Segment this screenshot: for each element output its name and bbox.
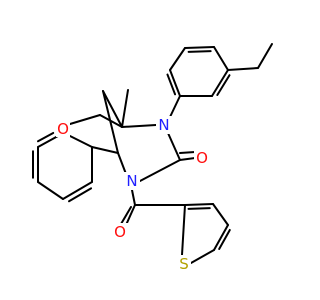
atom-label-layer: O N O N S O [56,116,210,273]
atom-label-o-acyl: O [114,223,126,241]
bond-aryl-4 [213,46,229,71]
bond-aryl-3 [184,46,215,49]
bond-thio-1 [181,204,186,256]
bond-ethyl-1 [227,67,259,71]
bond-aryl-2 [169,47,186,71]
bond-n-acyl [131,189,136,206]
bond-aryl-5 [211,69,229,97]
bond-benzo-dbl-1 [68,187,93,203]
bond-n-carbonyl [167,132,181,161]
bond-aryl-dbl-1 [187,50,212,53]
bond-benzo-4 [37,181,64,200]
bond-thio-4 [213,224,229,251]
atom-n-lower: N [124,172,140,190]
chemical-structure: O N O N S O [32,43,273,273]
bond-benzo-c-lower [91,146,119,154]
bond-acyl-o-2 [120,206,132,225]
bond-aryl-dbl-3 [166,73,177,96]
bond-n-aryl [169,95,181,118]
bond-layer [32,43,273,264]
atom-label-o-ether: O [57,120,69,138]
bond-acyl-o-1 [125,204,136,226]
bond-aryl-1 [169,69,181,97]
bond-thio-5 [190,249,215,264]
atom-n-upper: N [156,116,172,134]
bond-ethyl-2 [257,43,273,69]
bond-benzo-dbl-3 [36,131,55,143]
atom-label-o-acyl-bg [112,223,128,241]
bond-benzo-3 [62,181,93,200]
atom-label-o-carbonyl: O [196,149,208,167]
atom-label-s-thiophene: S [179,255,189,273]
atom-s-thiophene: S [177,255,191,273]
bond-methyl [121,89,129,128]
bond-o-c-bridge [69,114,101,125]
bond-benzo-6 [69,135,93,148]
bond-bridge-ch2-a [102,90,123,128]
atom-label-n-lower: N [126,172,137,190]
atom-o-ether: O [56,120,70,138]
bond-thio-dbl-2 [218,228,231,250]
bond-c-n-upper [121,124,157,128]
atom-o-carbonyl: O [194,149,210,167]
bond-co-1 [179,157,196,161]
bond-benzo-1 [37,135,59,148]
bond-bridge-ch2-b [102,90,119,154]
atom-label-n-upper: N [158,116,169,134]
bond-aryl-dbl-2 [216,74,231,96]
bond-thio-dbl-1 [187,207,211,210]
bond-thio-2 [184,203,214,206]
bond-c-n-lower [117,152,127,175]
structure-canvas: O N O N S O [32,43,273,273]
bond-co-2 [179,151,196,154]
bond-carbonyl-n-lower [139,159,181,182]
bond-thio-3 [212,203,229,226]
